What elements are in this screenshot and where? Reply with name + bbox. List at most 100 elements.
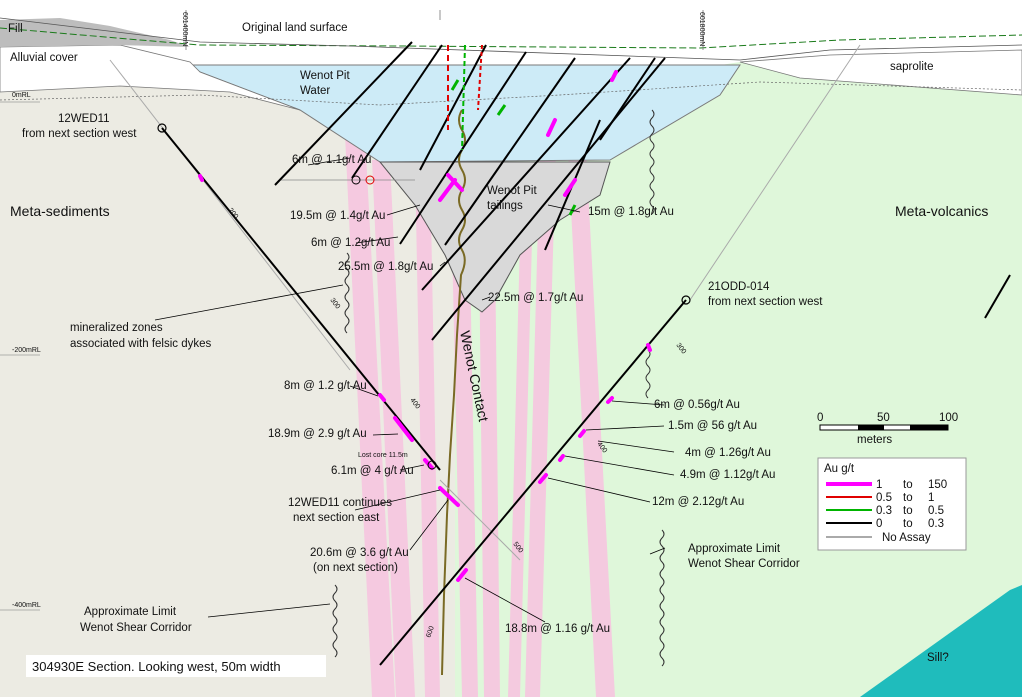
- section-caption: 304930E Section. Looking west, 50m width: [32, 659, 281, 674]
- alluvial-cover: [0, 44, 301, 111]
- note-mineralized-2: associated with felsic dykes: [70, 338, 212, 350]
- note-shear-left-2: Wenot Shear Corridor: [80, 622, 192, 634]
- hole-label-21odd-2: from next section west: [708, 296, 823, 308]
- intercept-label-10-1: 20.6m @ 3.6 g/t Au: [310, 547, 409, 559]
- legend-to-word-2: to: [903, 505, 913, 517]
- drill-hole-4: [351, 44, 443, 179]
- grid-label-601800: 601800mN: [698, 12, 705, 46]
- drill-hole-9: [431, 57, 666, 341]
- rl-label-400: -400mRL: [12, 602, 41, 609]
- drill-hole-5: [419, 44, 487, 171]
- label-pit-water-1: Wenot Pit: [300, 70, 350, 82]
- scale-tick-100: 100: [939, 412, 958, 424]
- shear-limit-marker-2: [332, 584, 338, 658]
- label-arrows: [154, 157, 675, 623]
- lost-core-marker: [427, 460, 437, 470]
- grid-label-601400: 601400mN: [181, 12, 188, 46]
- intercept-label-11: 6m @ 0.56g/t Au: [654, 399, 740, 411]
- label-tailings-1: Wenot Pit: [487, 185, 537, 197]
- collar-21odd014: [681, 295, 691, 305]
- collar-12wed11: [157, 123, 167, 133]
- lost-core-label: Lost core 11.5m: [358, 452, 408, 459]
- surface-line: [0, 17, 1022, 61]
- note-shear-right-1: Approximate Limit: [688, 543, 781, 555]
- label-saprolite: saprolite: [890, 61, 933, 73]
- legend-no-assay: No Assay: [882, 532, 931, 544]
- intercept-label-2: 19.5m @ 1.4g/t Au: [290, 210, 385, 222]
- original-land-surface: [0, 27, 1022, 49]
- steep-hole-2: [461, 44, 466, 151]
- label-meta-sediments: Meta-sediments: [10, 203, 110, 219]
- legend-from-1: 0.5: [876, 492, 892, 504]
- hole-label-continues-1: 12WED11 continues: [288, 497, 392, 509]
- hole-label-12wed11-2: from next section west: [22, 128, 137, 140]
- shear-limit-marker-1: [344, 252, 350, 334]
- no-assay-trace-2: [439, 479, 521, 561]
- drill-hole-8: [421, 57, 631, 291]
- scale-tick-50: 50: [877, 412, 890, 424]
- hole-label-12wed11-1: 12WED11: [58, 113, 110, 125]
- steep-holes: [447, 44, 483, 151]
- note-shear-left-1: Approximate Limit: [84, 606, 177, 618]
- drill-holes: [161, 41, 1011, 666]
- legend-from-0: 1: [876, 479, 882, 491]
- intercept-label-3: 6m @ 1.2g/t Au: [311, 237, 390, 249]
- drill-hole-10: [599, 57, 656, 141]
- drill-hole-12wed11: [161, 127, 441, 471]
- intercept-label-9: 6.1m @ 4 g/t Au: [331, 465, 414, 477]
- saprolite-unit: [739, 49, 1022, 96]
- intercept-label-4: 25.5m @ 1.8g/t Au: [338, 261, 433, 273]
- hole-label-continues-2: next section east: [293, 512, 380, 524]
- drill-hole-7: [444, 57, 576, 246]
- legend-to-word-3: to: [903, 518, 913, 530]
- intercept-label-16: 18.8m @ 1.16 g/t Au: [505, 623, 610, 635]
- rl-label-0: 0mRL: [12, 92, 31, 99]
- scale-tick-0: 0: [817, 412, 823, 424]
- weathering-line: [0, 81, 1022, 106]
- note-shear-right-2: Wenot Shear Corridor: [688, 558, 800, 570]
- note-mineralized-1: mineralized zones: [70, 322, 163, 334]
- shear-limit-marker-5: [659, 529, 665, 667]
- intercept-label-8: 18.9m @ 2.9 g/t Au: [268, 428, 367, 440]
- intercept-label-5: 15m @ 1.8g/t Au: [588, 206, 674, 218]
- grade-legend: Au g/t 1 to 150 0.5 to 1 0.3 to 0.5 0 to…: [817, 457, 967, 551]
- sill-unit: [860, 585, 1022, 697]
- caption-box: [26, 655, 326, 677]
- label-fill: Fill: [8, 23, 23, 35]
- label-meta-volcanics: Meta-volcanics: [895, 203, 988, 219]
- intercept-label-13: 4m @ 1.26g/t Au: [685, 447, 771, 459]
- label-sill: Sill?: [927, 652, 949, 664]
- label-original-land-surface: Original land surface: [242, 22, 347, 34]
- wenot-contact-line: [441, 109, 466, 676]
- scale-unit: meters: [857, 434, 892, 446]
- depth-label-600: 600: [425, 625, 436, 638]
- legend-to-0: 150: [928, 479, 947, 491]
- shear-limit-marker-4: [645, 349, 651, 399]
- scale-bar: 0 50 100 meters: [817, 412, 958, 446]
- no-assay-trace-1: [109, 59, 351, 371]
- legend-from-2: 0.3: [876, 505, 892, 517]
- intercept-label-1: 6m @ 1.1g/t Au: [292, 154, 371, 166]
- drill-hole-6: [399, 51, 527, 245]
- legend-from-3: 0: [876, 518, 882, 530]
- pit-tailings: [378, 161, 611, 313]
- rl-label-200: -200mRL: [12, 347, 41, 354]
- label-alluvial-cover: Alluvial cover: [10, 52, 78, 64]
- hole-label-21odd-1: 21ODD-014: [708, 281, 770, 293]
- intercept-label-12: 1.5m @ 56 g/t Au: [668, 420, 757, 432]
- collar-marker-a: [351, 175, 361, 185]
- steep-hole-3: [477, 44, 483, 111]
- legend-to-2: 0.5: [928, 505, 944, 517]
- label-pit-water-2: Water: [300, 85, 330, 97]
- intercept-label-10-2: (on next section): [313, 562, 398, 574]
- drill-hole-21odd014: [379, 299, 687, 666]
- label-tailings-2: tailings: [487, 200, 523, 212]
- intercept-label-6: 22.5m @ 1.7g/t Au: [488, 292, 583, 304]
- intercept-label-7: 8m @ 1.2 g/t Au: [284, 380, 367, 392]
- legend-to-1: 1: [928, 492, 934, 504]
- no-assay-trace-3: [689, 44, 861, 301]
- legend-title: Au g/t: [824, 463, 855, 475]
- legend-to-word-1: to: [903, 492, 913, 504]
- drill-hole-11: [984, 274, 1011, 319]
